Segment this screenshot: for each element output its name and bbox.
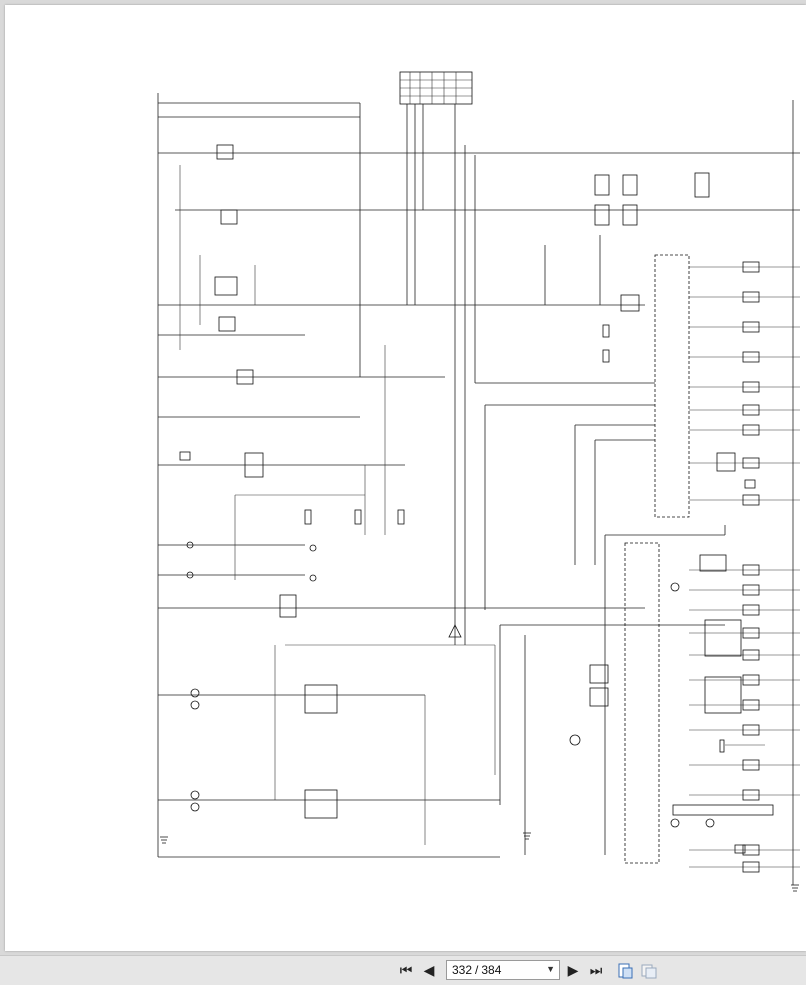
first-page-icon: ⏮ [399,963,413,979]
pdf-navigation-toolbar: ⏮ ◀ 332 / 384 ▼ ▶ ⏭ [0,955,806,985]
wiring-schematic [157,71,800,892]
current-page-number[interactable]: 332 [452,963,473,977]
next-page-button[interactable]: ▶ [566,962,580,980]
fit-width-button[interactable] [640,962,658,980]
last-page-button[interactable]: ⏭ [588,962,604,980]
next-page-icon: ▶ [567,963,579,979]
prev-page-button[interactable]: ◀ [422,962,436,980]
first-page-button[interactable]: ⏮ [398,962,414,980]
middle-trunk-wires [448,145,725,855]
fit-page-button[interactable] [616,962,634,980]
left-circuit-block [157,93,800,858]
controller-block [523,172,799,892]
schematic-page [5,5,806,951]
ignition-switch-table [399,71,473,645]
prev-page-icon: ◀ [423,963,435,979]
total-pages: 384 [481,963,502,977]
fit-width-icon [641,964,657,979]
right-circuit-rungs [689,100,800,885]
document-viewport[interactable] [0,0,806,955]
page-separator: / [475,963,479,977]
page-number-field[interactable]: 332 / 384 ▼ [446,960,560,980]
dropdown-icon[interactable]: ▼ [546,964,555,974]
last-page-icon: ⏭ [589,963,603,979]
fit-page-icon [618,963,633,979]
